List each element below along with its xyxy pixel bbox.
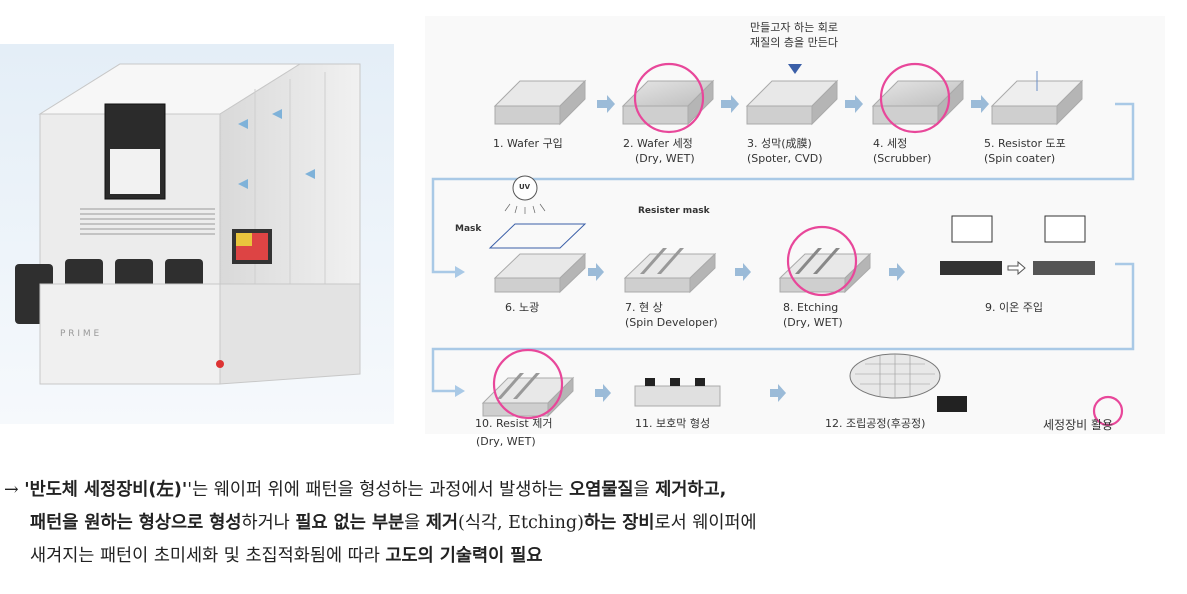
step-sub-label: (Dry, WET) [476,435,536,448]
arrow-icon: → [4,480,19,500]
legend-circle-icon [1092,395,1124,427]
row2-arrows [588,263,905,281]
wafer-step-5 [990,71,1084,126]
description-line-3: 새겨지는 패턴이 초미세화 및 초집적화됨에 따라 고도의 기술력이 필요 [30,546,543,566]
step-label: 4. 세정(Scrubber) [873,137,932,165]
step-label: 9. 이온 주입 [985,301,1043,314]
assembly-illustration [849,353,967,412]
description-line-1: → '반도체 세정장비(左)''는 웨이퍼 위에 패턴을 형성하는 과정에서 발… [4,480,727,500]
step-label: 12. 조립공정(후공정) [825,417,926,430]
cleaning-highlights [492,62,951,420]
wafer-step-1 [493,79,587,126]
step-label: 11. 보호막 형성 [635,417,711,430]
resister-mask-label: Resister mask [638,206,710,216]
wafer-step-2 [621,79,715,126]
step-label: 10. Resist 제거 [475,417,553,430]
exposure-illustration [488,175,587,294]
step-label: 7. 현 상(Spin Developer) [625,301,718,329]
callout-line-2: 재질의 층을 만든다 [750,36,838,49]
develop-illustration [623,248,717,294]
step-label: 3. 성막(成膜)(Spoter, CVD) [747,137,823,165]
step-label: 2. Wafer 세정(Dry, WET) [623,137,695,165]
flow-lines [431,102,1135,393]
process-diagram-graphics [431,62,1135,427]
legend-label: 세정장비 활용 [1043,418,1114,432]
description-line-2: 패턴을 원하는 형상으로 형성하거나 필요 없는 부분을 제거(식각, Etch… [30,513,757,533]
protective-layer-illustration [634,378,721,407]
step-label: 1. Wafer 구입 [493,137,563,150]
row3-arrows [595,384,786,402]
cleaning-equipment-image: P R I M E [0,44,394,424]
step-label: 8. Etching(Dry, WET) [783,301,843,329]
mask-label: Mask [455,224,482,234]
wafer-step-3 [745,64,839,126]
ion-implant-illustration [940,215,1095,276]
process-diagram: 만들고자 하는 회로 재질의 층을 만든다 UV Mask Resister m… [425,16,1165,434]
step-label: 5. Resistor 도포(Spin coater) [984,137,1066,165]
step-label: 6. 노광 [505,301,540,314]
machine-brand-text: P R I M E [60,329,100,339]
callout-line-1: 만들고자 하는 회로 [750,21,838,34]
uv-label: UV [519,183,531,191]
deposition-callout: 만들고자 하는 회로 재질의 층을 만든다 [750,20,838,50]
row1-arrows [597,95,989,113]
etching-illustration [778,248,872,294]
description-text: → '반도체 세정장비(左)''는 웨이퍼 위에 패턴을 형성하는 과정에서 발… [4,474,1184,573]
